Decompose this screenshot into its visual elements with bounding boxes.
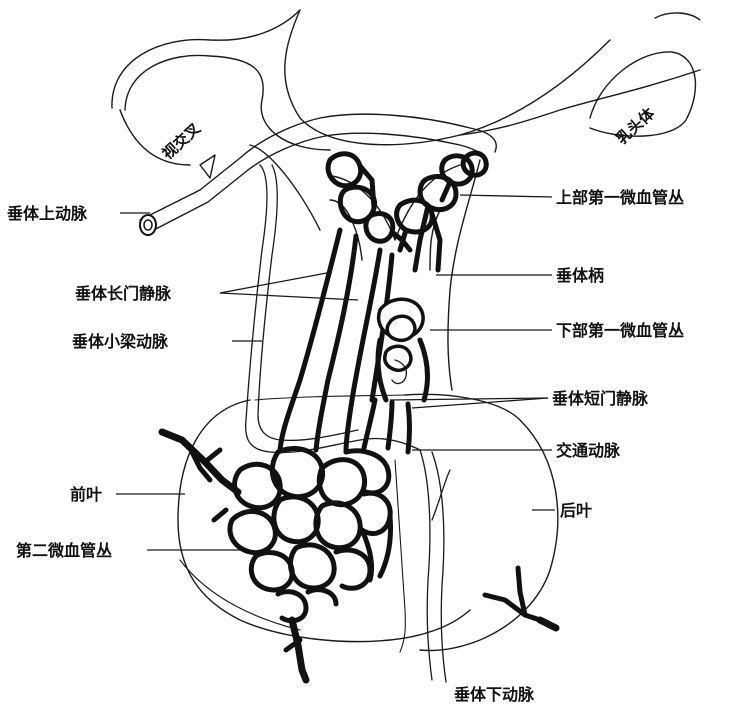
label-communicating-artery: 交通动脉 bbox=[556, 441, 621, 460]
leader-long-portal-veins-1 bbox=[220, 272, 332, 293]
label-lower-primary-plexus: 下部第一微血管丛 bbox=[556, 321, 684, 340]
label-upper-primary-plexus: 上部第一微血管丛 bbox=[556, 188, 684, 207]
label-long-portal-veins: 垂体长门静脉 bbox=[75, 284, 172, 303]
label-optic-chiasm: 视交叉 bbox=[159, 119, 205, 163]
label-short-portal-veins: 垂体短门静脉 bbox=[552, 389, 649, 408]
leader-long-portal-veins-2 bbox=[220, 293, 358, 300]
leader-upper-primary-plexus bbox=[460, 195, 552, 197]
label-infundibular-stem: 垂体柄 bbox=[556, 266, 604, 285]
label-inferior-hypophyseal-artery: 垂体下动脉 bbox=[454, 685, 535, 704]
label-mammillary-body: 乳头体 bbox=[613, 104, 659, 148]
long-portal-veins-vessels bbox=[280, 230, 392, 452]
hypothalamus-outline bbox=[112, 10, 700, 165]
secondary-plexus-vessels bbox=[230, 449, 391, 621]
lower-primary-plexus-vessels bbox=[378, 299, 427, 400]
label-superior-hypophyseal-artery: 垂体上动脉 bbox=[7, 204, 88, 223]
label-posterior-lobe: 后叶 bbox=[560, 501, 592, 520]
short-portal-veins-vessels bbox=[364, 400, 410, 452]
labels: 视交叉 乳头体 垂体上动脉 垂体长门静脉 垂体小梁动脉 前叶 第二微血管丛 上部… bbox=[7, 104, 684, 704]
label-anterior-lobe: 前叶 bbox=[70, 485, 102, 504]
label-secondary-plexus: 第二微血管丛 bbox=[16, 541, 112, 560]
label-trabecular-artery: 垂体小梁动脉 bbox=[72, 332, 169, 351]
inferior-hypophyseal-artery-vessel bbox=[420, 450, 556, 682]
